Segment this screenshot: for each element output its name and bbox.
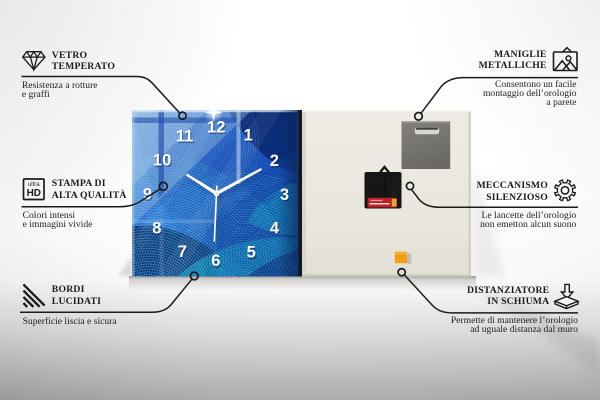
svg-text:12: 12 (207, 119, 225, 137)
svg-text:5: 5 (248, 245, 257, 263)
svg-text:6: 6 (212, 254, 221, 272)
svg-text:10: 10 (154, 153, 172, 171)
svg-text:2: 2 (270, 152, 279, 170)
svg-text:4: 4 (270, 219, 280, 237)
svg-text:4: 4 (271, 221, 281, 239)
svg-text:12: 12 (208, 120, 226, 138)
svg-text:5: 5 (247, 244, 256, 262)
svg-text:10: 10 (153, 152, 171, 170)
svg-text:11: 11 (176, 128, 193, 146)
svg-text:6: 6 (211, 252, 220, 270)
svg-text:11: 11 (177, 129, 194, 147)
svg-text:8: 8 (153, 221, 162, 239)
svg-text:1: 1 (244, 127, 253, 145)
svg-text:7: 7 (178, 243, 187, 261)
svg-text:9: 9 (143, 186, 152, 204)
svg-text:8: 8 (152, 219, 161, 237)
svg-text:3: 3 (280, 186, 289, 204)
svg-text:2: 2 (271, 154, 280, 172)
svg-text:1: 1 (245, 128, 254, 146)
svg-text:7: 7 (179, 245, 188, 263)
svg-text:3: 3 (281, 188, 290, 206)
